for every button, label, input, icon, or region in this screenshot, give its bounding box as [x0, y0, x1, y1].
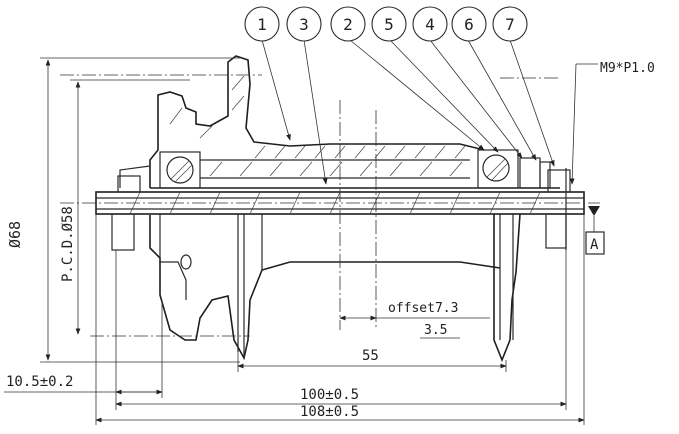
- balloon-3-leader: [303, 39, 328, 185]
- balloon-5: [371, 6, 407, 42]
- balloon-4-label: 4: [425, 15, 435, 34]
- datum-box: [585, 231, 605, 255]
- balloon-2-label: 2: [343, 15, 353, 34]
- spacer-cone: [519, 157, 541, 189]
- hub-body: [119, 55, 560, 363]
- left-locknut: [111, 213, 135, 251]
- left-bearing-housing: [159, 151, 201, 189]
- dim-10-5-label: 10.5±0.2: [6, 374, 73, 390]
- dim-55-label: 55: [362, 348, 379, 364]
- balloon-1-leader: [261, 39, 291, 141]
- diameter-dimensions: Ø68 P.C.D.Ø58: [6, 57, 240, 363]
- balloon-6: [451, 6, 487, 42]
- balloon-7-leader: [509, 39, 555, 167]
- right-flange-outline: [493, 213, 521, 363]
- thread-callout-label: M9*P1.0: [600, 61, 655, 76]
- datum-label: A: [590, 237, 599, 253]
- datum-triangle: [588, 206, 600, 216]
- balloon-2: [330, 6, 366, 42]
- spacer-washer: [539, 161, 551, 189]
- balloon-3: [286, 6, 322, 42]
- balloon-7-label: 7: [505, 15, 515, 34]
- balloon-5-label: 5: [384, 15, 394, 34]
- right-bearing-ball: [482, 154, 510, 182]
- left-flange-lower-outline: [149, 215, 501, 361]
- balloon-1-label: 1: [257, 15, 267, 34]
- balloon-6-leader: [467, 39, 537, 161]
- balloon-1: [244, 6, 280, 42]
- part-balloons: 1 3 2 5 4 6 7: [244, 6, 555, 185]
- thread-callout: M9*P1.0: [569, 61, 655, 185]
- balloon-4-leader: [429, 39, 523, 159]
- pcd-label: P.C.D.Ø58: [60, 206, 76, 282]
- section-hatching: [169, 75, 466, 177]
- center-lines: [60, 74, 600, 337]
- dim-3-5-label: 3.5: [424, 323, 447, 338]
- datum-a: A: [585, 206, 605, 255]
- dim-108-label: 108±0.5: [300, 404, 359, 420]
- right-locknut: [545, 213, 567, 249]
- bolt-hole: [180, 254, 192, 270]
- dia68-label: Ø68: [6, 221, 24, 248]
- balloon-5-leader: [389, 39, 499, 153]
- rotor-mount-upper: [119, 165, 151, 188]
- bottom-dimensions: 55 10.5±0.2 100±0.5 108±0.5 offset7.3 3.…: [4, 214, 585, 425]
- left-flange-upper-outline: [149, 55, 485, 188]
- balloon-3-label: 3: [299, 15, 309, 34]
- bearings: [159, 149, 551, 189]
- balloon-6-label: 6: [464, 15, 474, 34]
- rotor-mount-lower: [159, 214, 187, 300]
- balloon-4: [412, 6, 448, 42]
- dim-offset-label: offset7.3: [388, 301, 458, 316]
- balloon-2-leader: [349, 39, 485, 151]
- balloon-7: [492, 6, 528, 42]
- dim-100-label: 100±0.5: [300, 387, 359, 403]
- left-locknut-top: [117, 175, 141, 193]
- thread-leader-v: [569, 63, 577, 185]
- left-bearing-ball: [166, 156, 194, 184]
